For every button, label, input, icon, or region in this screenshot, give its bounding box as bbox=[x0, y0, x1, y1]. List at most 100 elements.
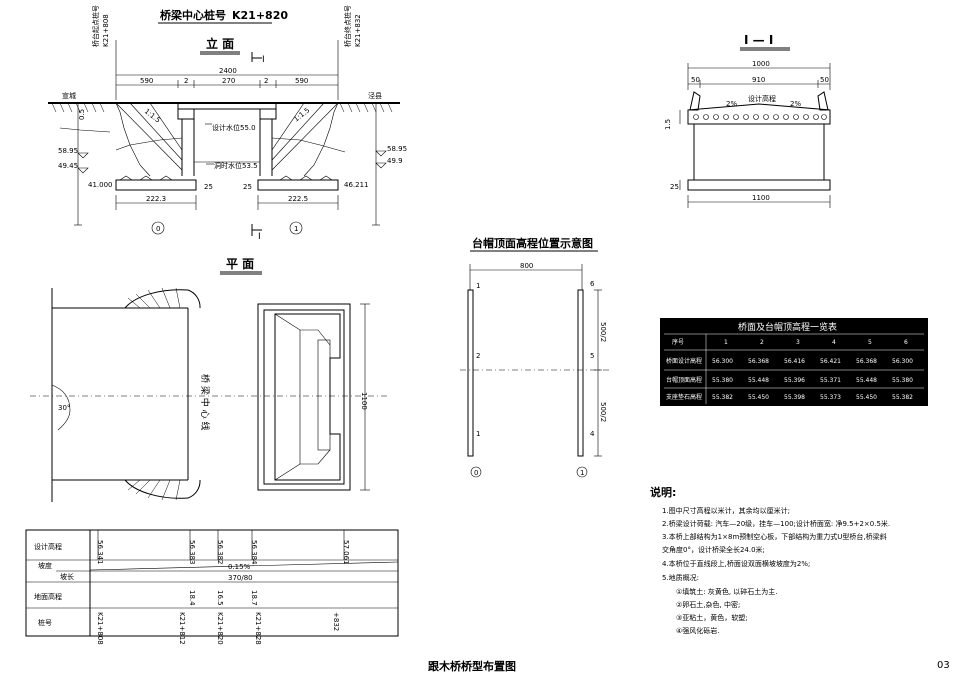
elev-table-title: 桥面及台帽顶高程一览表 bbox=[738, 321, 837, 333]
elev-header-3: 3 bbox=[796, 339, 800, 346]
section-slope-left: 2% bbox=[726, 100, 737, 108]
normal-water-level: 洞时水位53.5 bbox=[214, 161, 258, 170]
section-heading: I — I bbox=[744, 33, 773, 47]
section-mark-top: I bbox=[262, 55, 265, 65]
left-stake-label: 桥台起点桩号 bbox=[91, 5, 100, 47]
span-segment-3: 270 bbox=[222, 77, 235, 85]
elev-r1-c6: 56.300 bbox=[892, 358, 913, 365]
right-elevation-3: 46.211 bbox=[344, 181, 369, 189]
elev-r1-c2: 56.368 bbox=[748, 358, 769, 365]
note-7: ①填筑土: 灰黄色, 以碎石土为主. bbox=[676, 587, 778, 596]
elev-header-0: 序号 bbox=[672, 338, 684, 346]
note-3: 3.本桥上部结构为1×8m预制空心板，下部结构为重力式U型桥台,桥梁斜 bbox=[662, 532, 887, 541]
elev-row1-label: 桥面设计高程 bbox=[666, 357, 702, 365]
design-elev-5: 57.061 bbox=[342, 540, 350, 565]
center-line-label: 桥 梁 中 心 线 bbox=[199, 374, 211, 430]
section-view: I — I 1000 50 910 50 设计高程 2% 2% bbox=[664, 33, 831, 208]
schematic-width: 800 bbox=[520, 262, 533, 270]
axis-bubble-left: 0 bbox=[156, 225, 160, 233]
elev-r2-c2: 55.448 bbox=[748, 377, 769, 384]
schematic-heading: 台帽顶面高程位置示意图 bbox=[472, 236, 593, 250]
note-6: 5.地质概况: bbox=[662, 573, 699, 582]
ground-elev-1: 18.4 bbox=[188, 590, 196, 606]
stake-4: K21+828 bbox=[254, 612, 262, 645]
stake-3: K21+820 bbox=[216, 612, 224, 645]
span-segment-1: 590 bbox=[140, 77, 153, 85]
note-8: ②卵石土,杂色, 中密; bbox=[676, 600, 740, 609]
elev-r1-c3: 56.416 bbox=[784, 358, 805, 365]
center-stake-label: 桥梁中心桩号 bbox=[160, 8, 226, 22]
pt-right-top: 6 bbox=[590, 280, 595, 288]
schematic-axis-right: 1 bbox=[580, 469, 584, 477]
section-slope-right: 2% bbox=[790, 100, 801, 108]
row-label-ground-elev: 地面高程 bbox=[34, 592, 62, 601]
note-10: ④强风化砾岩. bbox=[676, 626, 720, 635]
left-elevation-2: 49.45 bbox=[58, 162, 78, 170]
elev-r3-c2: 55.450 bbox=[748, 394, 769, 401]
right-footing-width: 222.5 bbox=[288, 195, 308, 203]
pt-left-bot: 1 bbox=[476, 430, 480, 438]
elev-r2-c3: 55.396 bbox=[784, 377, 805, 384]
left-stake-value: K21+808 bbox=[102, 14, 110, 47]
center-stake-value: K21+820 bbox=[232, 9, 288, 22]
schematic-axis-left: 0 bbox=[474, 469, 478, 477]
elev-r2-c4: 55.371 bbox=[820, 377, 841, 384]
note-2: 2.桥梁设计荷载: 汽车—20级，挂车—100;设计桥面宽: 净9.5+2×0.… bbox=[662, 519, 890, 528]
elev-r2-c1: 55.380 bbox=[712, 377, 733, 384]
section-top-width: 1000 bbox=[752, 60, 770, 68]
span-segment-2: 2 bbox=[184, 77, 188, 85]
plan-width-dim: 1100 bbox=[360, 392, 368, 410]
left-road-label: 宣城 bbox=[62, 91, 76, 100]
design-elev-4: 56.384 bbox=[250, 540, 258, 565]
left-dim-a: 0.5 bbox=[78, 109, 86, 120]
row-label-grade: 坡度 bbox=[38, 561, 52, 570]
row-label-stake: 桩号 bbox=[38, 618, 52, 627]
pt-right-mid: 5 bbox=[590, 352, 594, 360]
stake-1: K21+808 bbox=[96, 612, 104, 645]
note-5: 4.本桥位于直线段上,桥面设双面横坡坡度为2%; bbox=[662, 559, 810, 568]
notes-heading: 说明: bbox=[650, 485, 676, 499]
left-elevation-3: 41.000 bbox=[88, 181, 113, 189]
section-left-dim-b: 25 bbox=[670, 183, 679, 191]
slope-left: 1:1.5 bbox=[143, 107, 162, 124]
plan-heading: 平 面 bbox=[226, 257, 254, 271]
design-elev-3: 56.382 bbox=[216, 540, 224, 565]
elev-r1-c4: 56.421 bbox=[820, 358, 841, 365]
row-label-slope-len: 坡长 bbox=[60, 572, 74, 581]
right-stake-value: K21+832 bbox=[354, 14, 362, 47]
schematic-h1: 500/2 bbox=[599, 322, 607, 342]
section-seg-3: 50 bbox=[820, 76, 829, 84]
left-elevation-1: 58.95 bbox=[58, 147, 78, 155]
sheet-number: 03 bbox=[937, 660, 950, 671]
elev-header-4: 4 bbox=[832, 339, 836, 346]
total-length: 2400 bbox=[219, 67, 237, 75]
elevation-table: 桥面及台帽顶高程一览表 序号 1 2 3 4 5 6 桥面设计高程 56.300… bbox=[660, 318, 928, 406]
design-elev-1: 56.341 bbox=[96, 540, 104, 565]
schematic-h2: 500/2 bbox=[599, 402, 607, 422]
pt-left-top: 1 bbox=[476, 282, 480, 290]
slope-right: 1:1.5 bbox=[292, 106, 311, 123]
ground-elev-2: 16.5 bbox=[216, 590, 224, 606]
left-footing-width: 222.3 bbox=[146, 195, 166, 203]
design-elev-2: 56.383 bbox=[188, 540, 196, 565]
elev-r3-c6: 55.382 bbox=[892, 394, 913, 401]
row-label-design-elev: 设计高程 bbox=[34, 542, 62, 551]
abutment-schematic: 台帽顶面高程位置示意图 800 1 2 1 6 5 4 500/2 500/2 … bbox=[460, 236, 610, 478]
drawing-title: 跟木桥桥型布置图 bbox=[428, 659, 516, 673]
grade-value: 0.15% bbox=[228, 563, 251, 571]
elev-header-6: 6 bbox=[904, 339, 908, 346]
skew-label: 30° bbox=[58, 404, 70, 412]
ground-elev-3: 18.7 bbox=[250, 590, 258, 606]
span-segment-4: 2 bbox=[264, 77, 268, 85]
elev-header-1: 1 bbox=[724, 339, 728, 346]
right-stake-label: 桥台终点桩号 bbox=[343, 5, 352, 47]
section-bottom-width: 1100 bbox=[752, 194, 770, 202]
elev-r3-c4: 55.373 bbox=[820, 394, 841, 401]
elev-r3-c5: 55.450 bbox=[856, 394, 877, 401]
section-mark-bottom: I bbox=[258, 232, 261, 242]
pt-right-bot: 4 bbox=[590, 430, 595, 438]
elevation-heading: 立 面 bbox=[206, 36, 234, 51]
right-road-label: 泾县 bbox=[368, 92, 382, 100]
slope-length-value: 370/80 bbox=[228, 574, 253, 582]
